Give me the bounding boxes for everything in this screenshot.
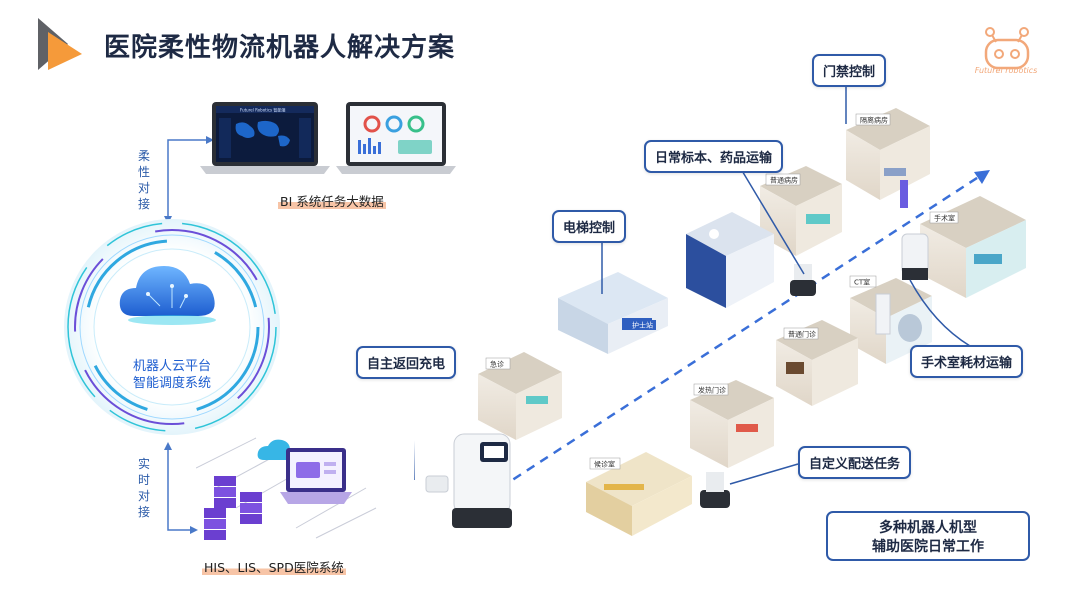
summary-line2: 辅助医院日常工作 (872, 539, 984, 555)
page-title: 医院柔性物流机器人解决方案 (104, 33, 456, 63)
callout-auto-charge: 自主返回充电 (356, 346, 457, 379)
room-emergency (478, 352, 562, 440)
cloud-platform-diagram (64, 219, 280, 435)
label-emergency: 急诊 (490, 360, 504, 369)
callout-elevator-control: 电梯控制 (552, 210, 627, 243)
flexible-link-label: 柔性对接 (137, 149, 150, 211)
platform-label: 机器人云平台 智能调度系统 (112, 358, 232, 392)
room-nurse-station (558, 272, 668, 354)
laptop-header-text: Futurel Robotics 智能端 (240, 107, 285, 113)
label-fever-clinic: 发热门诊 (698, 386, 726, 395)
label-nurse-station: 护士站 (632, 321, 653, 330)
room-isolation-ward (846, 108, 930, 208)
brand-logo-icon (38, 18, 82, 70)
room-pharmacy (686, 212, 774, 308)
ct-robot-icon (875, 293, 891, 335)
callout-daily-transport: 日常标本、药品运输 (644, 140, 784, 173)
label-outpatient: 普通门诊 (788, 330, 816, 339)
callout-custom-delivery: 自定义配送任务 (798, 446, 912, 479)
room-outpatient (776, 320, 858, 406)
hospital-systems-illustration (196, 437, 377, 540)
summary-line1: 多种机器人机型 (879, 520, 977, 536)
robot-face-logo-icon (984, 27, 1030, 70)
room-fever-clinic (690, 380, 774, 468)
label-operating-room: 手术室 (934, 214, 955, 223)
room-waiting (586, 452, 692, 536)
dashboard-laptop-icon: Futurel Robotics 智能端 (200, 102, 330, 174)
bi-caption: BI 系统任务大数据 (278, 194, 386, 209)
platform-line2: 智能调度系统 (132, 376, 211, 391)
label-isolation-ward: 隔离病房 (860, 116, 888, 125)
delivery-robot-small-icon (790, 264, 816, 296)
label-waiting-room: 候诊室 (594, 460, 615, 469)
label-ct-room: CT室 (854, 278, 870, 287)
hospital-scene: 隔离病房 普通病房 手术室 CT室 护士站 普通门诊 急诊 发热门诊 候诊室 (414, 84, 1026, 536)
realtime-link-label: 实时对接 (137, 457, 150, 519)
callout-access-control: 门禁控制 (812, 54, 887, 87)
room-operating (920, 196, 1026, 298)
custom-task-robot-icon (700, 472, 730, 508)
label-general-ward: 普通病房 (770, 176, 798, 185)
his-caption: HIS、LIS、SPD医院系统 (202, 560, 346, 575)
left-connectors (164, 136, 214, 534)
platform-line1: 机器人云平台 (132, 359, 211, 374)
brand-name: Futurel robotics (974, 66, 1038, 75)
callout-or-supplies: 手术室耗材运输 (910, 345, 1024, 378)
summary-box: 多种机器人机型 辅助医院日常工作 (826, 511, 1030, 561)
charging-robot-icon (425, 433, 512, 528)
analytics-laptop-icon (336, 102, 456, 174)
or-robot-icon (901, 233, 929, 280)
